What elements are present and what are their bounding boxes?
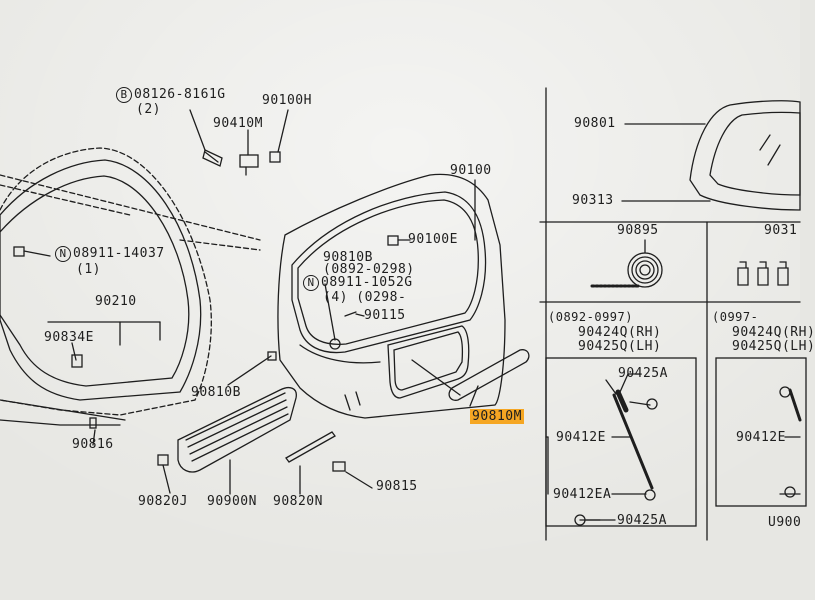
label-box1-90412EA: 90412EA — [553, 487, 612, 502]
label-box1-rh: 90424Q(RH) — [578, 325, 662, 340]
gas-strut-right — [779, 386, 802, 498]
label-box2-footer: U900 — [768, 515, 802, 530]
clip-row — [737, 261, 789, 286]
label-90810B-left: 90810B — [191, 385, 241, 400]
rear-glass-outer — [689, 100, 801, 211]
hatch-outline — [277, 173, 506, 419]
trim-bar-90810M — [448, 349, 530, 401]
label-90100: 90100 — [450, 163, 492, 178]
label-08126-qty: (2) — [136, 102, 161, 117]
label-90801: 90801 — [574, 116, 616, 131]
label-90816: 90816 — [72, 437, 114, 452]
hinge-90410M — [239, 154, 259, 176]
label-box1-90412E: 90412E — [556, 430, 606, 445]
nut-90100H — [269, 151, 281, 163]
label-90815: 90815 — [376, 479, 418, 494]
label-90900N: 90900N — [207, 494, 257, 509]
molding-strip — [285, 431, 336, 463]
label-90810B-date: (0892-0298) — [323, 262, 415, 277]
label-box2-date: (0997- — [712, 310, 759, 324]
label-90834E: 90834E — [44, 330, 94, 345]
lower-panel — [177, 387, 297, 473]
label-box1-date: (0892-0997) — [548, 310, 633, 324]
label-90115: 90115 — [364, 308, 406, 323]
clip-90810B — [267, 351, 277, 361]
label-box2-rh: 90424Q(RH) — [732, 325, 815, 340]
label-box1-lh: 90425Q(LH) — [578, 339, 662, 354]
label-90100H: 90100H — [262, 93, 312, 108]
marker-N: N — [303, 275, 319, 291]
left-door-outline — [0, 147, 212, 416]
license-plate-recess — [387, 325, 470, 399]
left-door-glass — [0, 159, 202, 401]
label-90100E: 90100E — [408, 232, 458, 247]
label-90810B-top: 90810B — [323, 250, 373, 265]
gas-strut-left — [574, 379, 658, 526]
hatch-window — [291, 191, 487, 354]
label-box1-90425A-bottom: 90425A — [617, 513, 667, 528]
clip-90816 — [89, 417, 97, 429]
label-08911-14037-qty: (1) — [76, 262, 101, 277]
label-08911-1052G-qty: (4) (0298- — [323, 290, 407, 305]
label-90820N: 90820N — [273, 494, 323, 509]
label-90313: 90313 — [572, 193, 614, 208]
rear-glass-inner — [709, 111, 801, 196]
bolt-08126 — [202, 149, 223, 167]
marker-B: B — [116, 87, 132, 103]
label-box2-90412E: 90412E — [736, 430, 786, 445]
label-90410M: 90410M — [213, 116, 263, 131]
label-box1-90425A-top: 90425A — [618, 366, 668, 381]
bumper-90815 — [332, 461, 346, 472]
clip-90115 — [344, 311, 357, 317]
label-90820J: 90820J — [138, 494, 188, 509]
label-9031-cut: 9031 — [764, 223, 798, 238]
strut-box-1 — [545, 357, 697, 527]
label-90810M: 90810M — [470, 409, 524, 424]
marker-N: N — [55, 246, 71, 262]
label-box2-lh: 90425Q(LH) — [732, 339, 815, 354]
strut-box-2 — [715, 357, 807, 507]
clip-90834E — [71, 354, 83, 368]
label-90210: 90210 — [95, 294, 137, 309]
label-90895: 90895 — [617, 223, 659, 238]
